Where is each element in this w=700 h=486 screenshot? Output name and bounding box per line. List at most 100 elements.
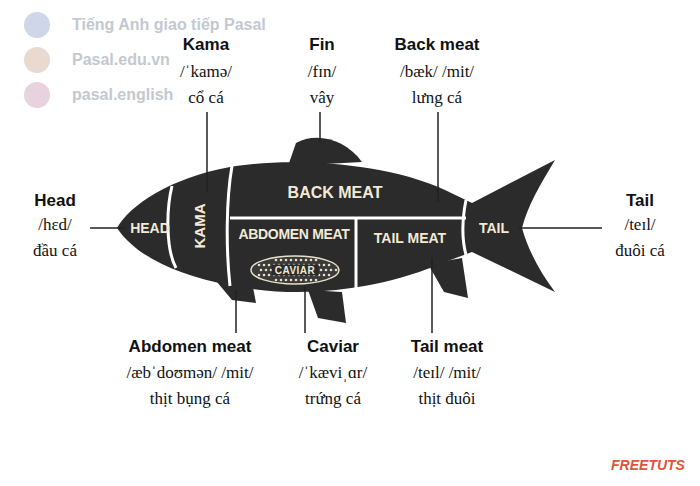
leader-line [235,290,237,333]
watermark: Pasal.edu.vn [72,51,170,69]
cut-line [227,166,232,286]
part-name: Tail meat [411,337,483,357]
phonetic: /æbˈdoʊmən/ /mit/ [127,363,254,383]
leader-line [206,112,208,192]
part-name: Fin [309,35,335,55]
caviar-egg [290,259,293,262]
phonetic: /ˈkæviˌɑr/ [299,363,367,383]
cut-line [355,218,358,293]
back-meat-region: BACK MEAT [288,184,383,202]
translation: lưng cá [412,88,462,108]
leader-line [519,227,602,229]
caviar-egg [268,274,271,277]
caviar-egg [295,279,298,282]
region-name: KAMA [192,204,209,249]
part-name: Abdomen meat [129,337,252,357]
caviar-egg [310,259,313,262]
facebook-icon [24,12,50,38]
region-name: BACK MEAT [288,184,383,202]
translation: đuôi cá [615,241,665,261]
part-name: Kama [183,35,229,55]
caviar-oval: CAVIAR [250,255,340,285]
translation: thịt bụng cá [150,389,230,409]
caviar-egg [305,279,308,282]
phonetic: /teɪl/ /mit/ [413,363,481,383]
caviar-egg [330,269,333,272]
caviar-egg [265,269,268,272]
leader-line [304,287,306,333]
leader-line [431,258,433,333]
caviar-egg [310,279,313,282]
translation: cổ cá [188,88,223,108]
caviar-egg [258,274,261,277]
caviar-egg [280,279,283,282]
caviar-egg [263,274,266,277]
translation: thịt đuôi [418,389,475,409]
region-name: HEAD [130,221,170,236]
pelvic-fin [308,290,346,323]
caviar-egg [258,264,261,267]
cut-lines [168,166,466,293]
instagram-icon [24,82,50,108]
part-name: Head [34,191,76,211]
part-name: Tail [626,191,654,211]
caviar-egg [268,264,271,267]
phonetic: /ˈkamə/ [180,62,232,82]
fish-silhouette [117,138,555,323]
caviar-egg [300,279,303,282]
caviar-egg [323,274,326,277]
home-icon [24,47,50,73]
part-name: Back meat [394,35,479,55]
cut-line [230,217,466,220]
caviar-egg [325,269,328,272]
caviar-egg [290,279,293,282]
region-name: CAVIAR [272,265,319,276]
translation: trứng cá [305,389,361,409]
caviar-egg [305,259,308,262]
caviar-outline [251,256,339,284]
translation: đầu cá [33,241,77,261]
region-name: TAIL [479,221,509,236]
leader-line [319,112,321,142]
caviar-egg [315,279,318,282]
region-name: TAIL MEAT [374,231,446,246]
caviar-egg [335,269,338,272]
watermark-icons [24,12,50,108]
phonetic: /fɪn/ [308,62,336,82]
caviar-egg [300,259,303,262]
watermark: pasal.english [72,86,173,104]
phonetic: /bæk/ /mit/ [400,62,474,82]
kama-region: KAMA [191,204,209,249]
leader-line [90,227,125,229]
caviar-egg [320,269,323,272]
caviar-egg [328,264,331,267]
phonetic: /teɪl/ [624,215,655,235]
caviar-egg [295,259,298,262]
phonetic: /hɛd/ [38,215,72,235]
caviar-egg [285,279,288,282]
leader-lines [90,112,602,333]
fish-body [117,160,555,292]
cut-line [463,200,466,255]
tail-meat-region: TAIL MEAT [374,229,446,247]
caviar-egg [328,274,331,277]
caviar-egg [285,259,288,262]
dorsal-fin [288,138,362,166]
head-region: HEAD [130,219,170,237]
part-name: Caviar [307,337,359,357]
caviar-egg [323,264,326,267]
watermark: FREETUTS [611,457,685,473]
caviar-egg [315,259,318,262]
caviar-egg [280,259,283,262]
region-name: ABDOMEN MEAT [238,227,349,242]
abdomen-region: ABDOMEN MEAT CAVIAR [232,219,356,291]
caviar-egg [260,269,263,272]
caviar-egg [275,259,278,262]
watermark: Tiếng Anh giao tiếp Pasal [72,16,266,34]
translation: vây [310,88,335,108]
leader-line [437,112,439,202]
caviar-egg [275,279,278,282]
tail-region: TAIL [479,219,509,237]
